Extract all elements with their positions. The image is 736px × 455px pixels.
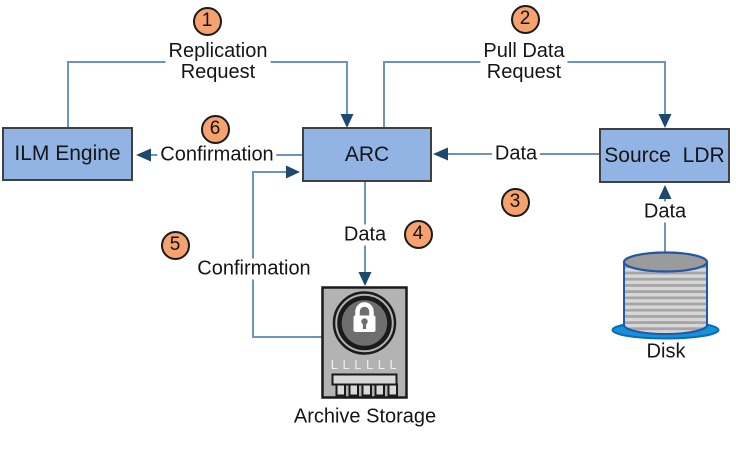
label-line: Replication bbox=[168, 40, 268, 62]
step-badge-5: 5 bbox=[160, 230, 190, 260]
label-line: Request bbox=[180, 61, 256, 83]
archive-storage-icon: LLLLLL bbox=[321, 286, 408, 399]
label-pull-data-request: Pull Data Request bbox=[480, 40, 568, 83]
disk-icon bbox=[611, 251, 720, 340]
archive-grill-text: LLLLLL bbox=[331, 357, 401, 372]
arrowhead-down-icon bbox=[658, 114, 672, 128]
arrowhead-up-icon bbox=[658, 185, 672, 199]
step-badge-2: 2 bbox=[510, 4, 540, 34]
step-badge-4: 4 bbox=[403, 219, 433, 249]
caption-archive-storage: Archive Storage bbox=[293, 405, 437, 428]
label-data-to-arc: Data bbox=[491, 143, 541, 165]
label-line: Request bbox=[486, 61, 562, 83]
label-confirmation-to-arc: Confirmation bbox=[194, 258, 314, 280]
arrowhead-right-icon bbox=[286, 165, 300, 179]
arrow-data-from-disk bbox=[658, 185, 672, 260]
step-badge-3: 3 bbox=[500, 187, 530, 217]
arrowhead-left-icon bbox=[136, 148, 151, 162]
label-confirmation-to-ilm: Confirmation bbox=[157, 144, 277, 166]
step-badge-6: 6 bbox=[200, 114, 230, 144]
label-data-to-archive: Data bbox=[340, 224, 390, 246]
arrowhead-left-icon bbox=[433, 147, 448, 161]
node-ilm-engine: ILM Engine bbox=[2, 127, 133, 181]
padlock-icon bbox=[353, 302, 376, 332]
label-data-from-disk: Data bbox=[640, 201, 690, 223]
node-arc-label: ARC bbox=[344, 142, 390, 166]
node-source-ldr-label: Source LDR bbox=[604, 143, 725, 167]
step-badge-1: 1 bbox=[192, 6, 222, 36]
node-arc: ARC bbox=[302, 127, 432, 182]
arrowhead-down-icon bbox=[358, 272, 372, 286]
label-replication-request: Replication Request bbox=[165, 40, 271, 83]
arrowhead-down-icon bbox=[340, 114, 354, 128]
arrow-confirmation-to-arc bbox=[252, 165, 322, 338]
node-source-ldr: Source LDR bbox=[599, 128, 730, 183]
caption-disk: Disk bbox=[646, 340, 686, 363]
label-line: Pull Data bbox=[483, 40, 565, 62]
node-ilm-engine-label: ILM Engine bbox=[14, 142, 121, 165]
